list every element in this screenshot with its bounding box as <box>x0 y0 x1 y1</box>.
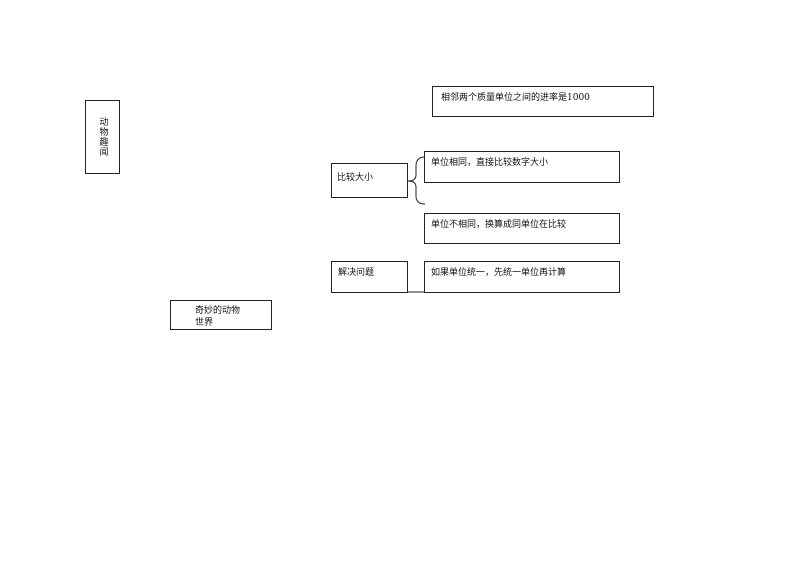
vertical-title-box: 动物趣闻 <box>85 100 120 174</box>
compare-box: 比较大小 <box>331 163 408 198</box>
animal-world-text: 奇妙的动物世界 <box>195 306 241 328</box>
top-note-box: 相邻两个质量单位之间的进率是1000 <box>432 86 654 117</box>
vertical-title-text: 动物趣闻 <box>97 117 108 157</box>
same-unit-text: 单位相同，直接比较数字大小 <box>431 158 549 168</box>
unify-unit-box: 如果单位统一，先统一单位再计算 <box>424 261 620 293</box>
different-unit-box: 单位不相同，换算成同单位在比较 <box>424 213 620 244</box>
compare-text: 比较大小 <box>337 173 374 183</box>
compare-brace <box>407 156 426 205</box>
animal-world-box: 奇妙的动物世界 <box>170 300 272 330</box>
solve-text: 解决问题 <box>338 268 375 278</box>
same-unit-box: 单位相同，直接比较数字大小 <box>424 151 620 183</box>
different-unit-text: 单位不相同，换算成同单位在比较 <box>431 220 567 230</box>
top-note-text: 相邻两个质量单位之间的进率是1000 <box>441 93 590 103</box>
solve-box: 解决问题 <box>331 261 408 293</box>
unify-unit-text: 如果单位统一，先统一单位再计算 <box>431 268 567 278</box>
